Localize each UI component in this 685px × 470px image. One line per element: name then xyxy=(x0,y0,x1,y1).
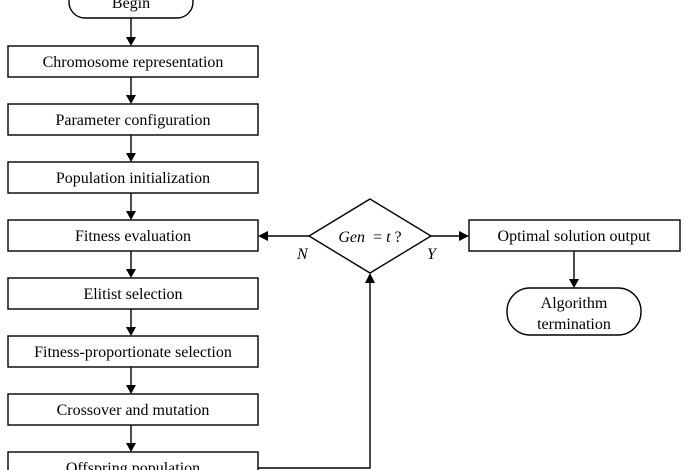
node-fitness-evaluation: Fitness evaluation xyxy=(7,219,259,252)
edge-chromosome-to-parameter xyxy=(126,77,136,104)
crossover-and-mutation-label: Crossover and mutation xyxy=(57,402,210,419)
decision-label: Gen = t ? xyxy=(338,229,401,246)
begin-terminal: Begin xyxy=(68,0,194,19)
node-elitist-selection: Elitist selection xyxy=(7,277,259,310)
edge-elitist-to-fitness-prop xyxy=(126,309,136,336)
elitist-selection-label: Elitist selection xyxy=(83,286,182,303)
parameter-configuration-label: Parameter configuration xyxy=(55,112,210,129)
edge-decision-yes: Y xyxy=(427,231,469,263)
edge-offspring-to-decision xyxy=(258,273,375,469)
edge-population-to-fitness xyxy=(126,193,136,220)
edge-begin-to-chromosome xyxy=(126,18,136,46)
algorithm-termination-terminal: Algorithm termination xyxy=(506,287,642,336)
termination-label-line1: Algorithm xyxy=(541,295,608,312)
fitness-evaluation-label: Fitness evaluation xyxy=(75,228,191,245)
edge-label-no: N xyxy=(296,246,309,263)
decision-diamond: Gen = t ? xyxy=(307,198,433,274)
decision-lhs: Gen xyxy=(338,229,365,246)
chromosome-representation-label: Chromosome representation xyxy=(43,54,224,71)
edge-fitness-prop-to-crossover xyxy=(126,367,136,394)
node-fitness-proportionate-selection: Fitness-proportionate selection xyxy=(7,335,259,368)
node-optimal-solution-output: Optimal solution output xyxy=(468,219,681,252)
begin-label: Begin xyxy=(112,0,150,12)
edge-label-yes: Y xyxy=(427,246,438,263)
fitness-proportionate-selection-label: Fitness-proportionate selection xyxy=(34,344,232,361)
edge-fitness-to-elitist xyxy=(126,251,136,278)
edge-parameter-to-population xyxy=(126,135,136,162)
population-initialization-label: Population initialization xyxy=(56,170,210,187)
decision-question: ? xyxy=(395,229,402,246)
edge-decision-no: N xyxy=(258,231,309,263)
offspring-population-label: Offspring population xyxy=(66,460,200,470)
optimal-solution-output-label: Optimal solution output xyxy=(498,228,651,245)
node-parameter-configuration: Parameter configuration xyxy=(7,103,259,136)
node-crossover-and-mutation: Crossover and mutation xyxy=(7,393,259,426)
edge-crossover-to-offspring xyxy=(126,425,136,452)
decision-eq: = xyxy=(373,229,386,246)
node-population-initialization: Population initialization xyxy=(7,161,259,194)
termination-label-line2: termination xyxy=(537,316,611,333)
node-offspring-population: Offspring population xyxy=(7,451,259,470)
node-chromosome-representation: Chromosome representation xyxy=(7,45,259,78)
edge-output-to-termination xyxy=(569,251,579,288)
decision-rhs: t xyxy=(386,229,391,246)
